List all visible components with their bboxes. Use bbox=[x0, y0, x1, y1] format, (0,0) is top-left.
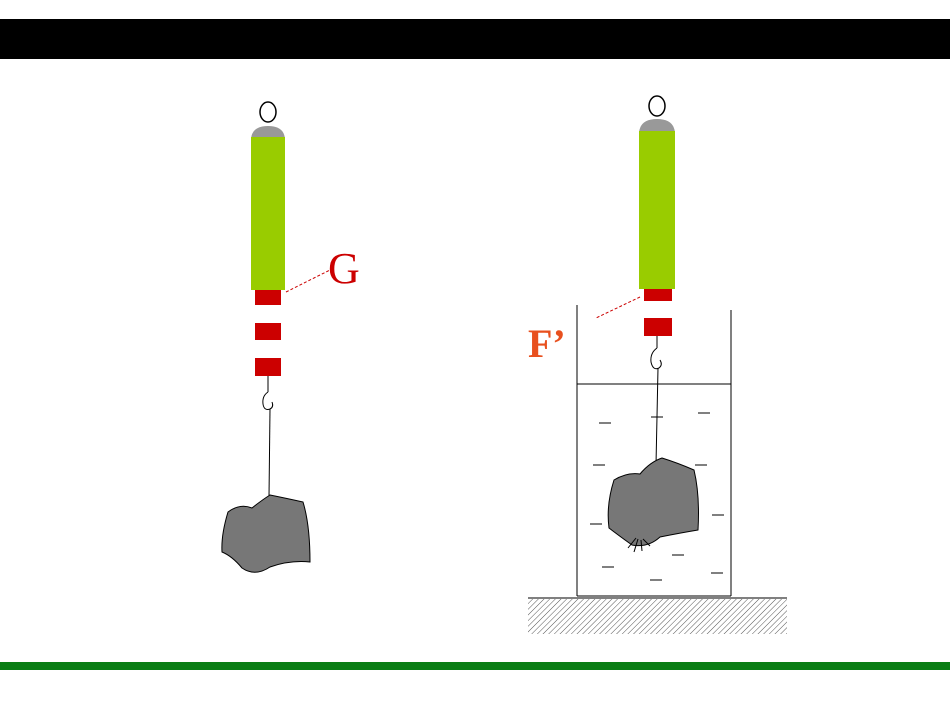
left-scale-body bbox=[251, 137, 285, 290]
right-hook bbox=[650, 347, 662, 370]
rock-icon-right bbox=[607, 457, 699, 547]
right-scale-ring bbox=[648, 95, 666, 117]
hatched-ground-icon bbox=[528, 599, 787, 634]
right-scale-mark-2 bbox=[644, 318, 672, 336]
f-prime-leader-line bbox=[595, 296, 641, 319]
footer-bar bbox=[0, 662, 950, 670]
left-spring-scale bbox=[251, 101, 285, 498]
water-dashes bbox=[590, 412, 724, 581]
header-bar bbox=[0, 19, 950, 59]
right-scale-body bbox=[639, 131, 675, 289]
label-f-prime: F’ bbox=[528, 321, 566, 366]
beaker bbox=[576, 305, 732, 597]
right-spring-scale bbox=[639, 95, 675, 466]
bubbles-icon bbox=[627, 537, 651, 553]
left-hook bbox=[262, 391, 274, 410]
left-scale-mark-1 bbox=[255, 290, 281, 305]
right-scale-mark-1 bbox=[644, 289, 672, 301]
left-scale-mark-3 bbox=[255, 358, 281, 376]
left-string bbox=[268, 408, 271, 498]
left-scale-mark-2 bbox=[255, 323, 281, 340]
g-leader-line bbox=[285, 269, 331, 293]
left-scale-cap bbox=[251, 126, 285, 139]
right-scale-cap bbox=[639, 119, 675, 133]
left-scale-ring bbox=[259, 101, 277, 123]
rock-icon-left bbox=[221, 494, 311, 573]
label-g: G bbox=[328, 244, 360, 293]
